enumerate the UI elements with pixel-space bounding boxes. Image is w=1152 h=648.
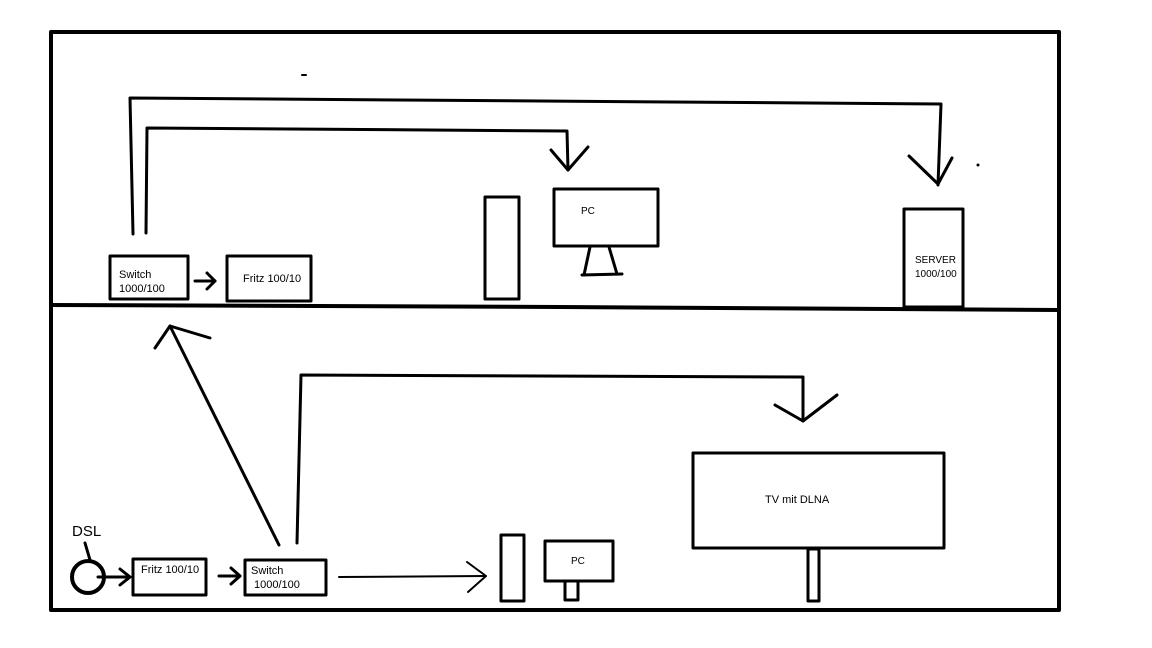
upper-pc-stand xyxy=(580,245,624,277)
upper-switch-label-line1: Switch xyxy=(119,269,151,281)
tv-stand xyxy=(806,547,821,603)
server-label-line2: 1000/100 xyxy=(915,269,957,280)
arrowhead-fritz-upper xyxy=(205,271,217,291)
upper-fritz-label: Fritz 100/10 xyxy=(243,273,301,285)
dsl-label: DSL xyxy=(72,523,101,540)
arrowhead-tv xyxy=(773,393,839,423)
floor-divider xyxy=(49,303,1061,312)
lower-fritz-label: Fritz 100/10 xyxy=(141,564,199,576)
cable-to-tv xyxy=(295,373,805,545)
stray-dot xyxy=(976,163,980,167)
arrowhead-switch-lower xyxy=(229,566,242,586)
lower-fritz: Fritz 100/10 xyxy=(131,557,208,597)
server-label-line1: SERVER xyxy=(915,255,956,266)
cable-to-lower-pc xyxy=(338,575,487,578)
lower-pc-label: PC xyxy=(571,556,585,567)
upper-pc-tower xyxy=(483,195,521,301)
arrowhead-pc xyxy=(549,145,590,172)
upper-pc-label: PC xyxy=(581,206,595,217)
upper-pc-monitor: PC xyxy=(552,187,660,277)
cable-to-pc xyxy=(144,126,570,235)
tv: TV mit DLNA xyxy=(691,451,946,603)
lower-switch-label-line2: 1000/100 xyxy=(254,579,300,591)
upper-switch: Switch 1000/100 xyxy=(108,254,190,301)
arrowhead-upper-switch xyxy=(153,324,212,350)
tv-label: TV mit DLNA xyxy=(765,494,830,506)
house-outline xyxy=(49,30,1061,612)
lower-switch: Switch 1000/100 xyxy=(243,558,328,597)
dsl-connector: DSL xyxy=(70,523,106,595)
upper-fritz: Fritz 100/10 xyxy=(225,254,313,303)
lower-pc-stand xyxy=(563,580,580,602)
arrowhead-fritz-lower xyxy=(118,567,132,587)
arrowhead-server xyxy=(907,154,954,186)
lower-pc-monitor: PC xyxy=(543,539,615,602)
cable-to-server xyxy=(128,96,943,236)
cable-to-upper-switch xyxy=(168,324,281,547)
lower-pc-tower xyxy=(499,533,526,603)
upper-switch-label-line2: 1000/100 xyxy=(119,283,165,295)
lower-switch-label-line1: Switch xyxy=(251,565,283,577)
server: SERVER 1000/100 xyxy=(902,207,965,309)
arrowhead-lower-pc xyxy=(466,561,487,593)
